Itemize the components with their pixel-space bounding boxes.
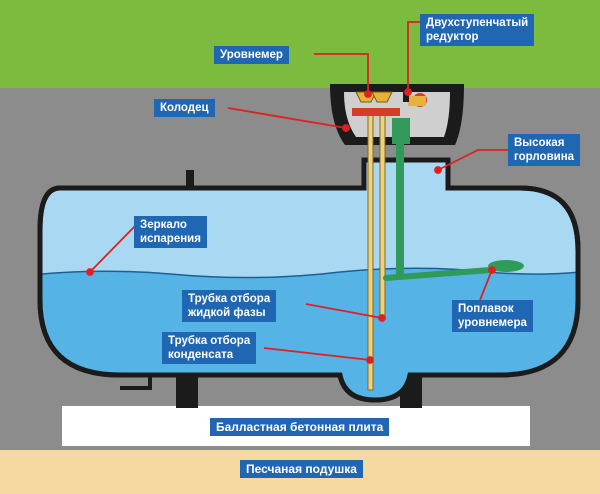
leader-high-neck — [437, 149, 508, 171]
label-liquid-tube: Трубка отбора жидкой фазы — [182, 290, 277, 322]
leader-mirror-dot — [86, 268, 94, 276]
gauge-pipe — [396, 118, 404, 278]
top-nozzle — [186, 170, 194, 190]
reducer-body — [408, 96, 426, 106]
liquid-surface — [40, 267, 578, 279]
label-ballast-slab: Балластная бетонная плита — [210, 418, 390, 436]
label-condensate-tube-line1: Трубка отбора — [168, 335, 251, 347]
tank-outline — [37, 157, 581, 403]
float-arm — [383, 267, 493, 281]
gauge-head — [392, 118, 410, 144]
leader-reducer — [407, 21, 420, 92]
leader-float — [479, 269, 493, 301]
label-high-neck-line2: горловина — [514, 151, 575, 163]
label-condensate-tube: Трубка отбора конденсата — [162, 332, 257, 364]
leader-float-dot — [488, 266, 496, 274]
float — [488, 260, 524, 272]
leader-mirror — [89, 224, 137, 273]
label-high-neck-line1: Высокая — [514, 137, 565, 149]
leader-well-dot — [342, 124, 350, 132]
label-evaporation-mirror: Зеркало испарения — [134, 216, 207, 248]
condensate-tube — [367, 109, 374, 391]
label-liquid-tube-line2: жидкой фазы — [188, 307, 266, 319]
leader-liquid-tube-dot — [378, 314, 386, 322]
label-level-gauge: Уровнемер — [214, 46, 289, 64]
label-reducer-line1: Двухступенчатый — [426, 17, 529, 29]
valve-mid — [371, 91, 393, 103]
leader-level-gauge — [314, 53, 369, 94]
label-evaporation-mirror-line1: Зеркало — [140, 219, 187, 231]
label-evaporation-mirror-line2: испарения — [140, 233, 201, 245]
label-float-line1: Поплавок — [458, 303, 514, 315]
leader-well — [227, 107, 347, 129]
label-well: Колодец — [154, 99, 215, 117]
label-well-line1: Колодец — [160, 102, 209, 114]
label-float-line2: уровнемера — [458, 317, 527, 329]
label-sand-cushion: Песчаная подушка — [240, 460, 363, 478]
label-reducer-line2: редуктор — [426, 31, 479, 43]
leader-high-neck-dot — [434, 166, 442, 174]
label-liquid-tube-line1: Трубка отбора — [188, 293, 271, 305]
valve-flange — [352, 108, 400, 116]
leader-condensate-tube-dot — [366, 356, 374, 364]
leader-liquid-tube — [305, 303, 383, 319]
label-condensate-tube-line2: конденсата — [168, 349, 234, 361]
leader-reducer-dot — [404, 88, 412, 96]
label-reducer: Двухступенчатый редуктор — [420, 14, 535, 46]
liquid-tube — [379, 109, 386, 316]
label-high-neck: Высокая горловина — [508, 134, 581, 166]
leader-level-gauge-dot — [364, 90, 372, 98]
leader-condensate-tube — [263, 347, 371, 361]
label-level-gauge-line1: Уровнемер — [220, 49, 283, 61]
label-float: Поплавок уровнемера — [452, 300, 533, 332]
tank-support-left — [176, 368, 198, 408]
